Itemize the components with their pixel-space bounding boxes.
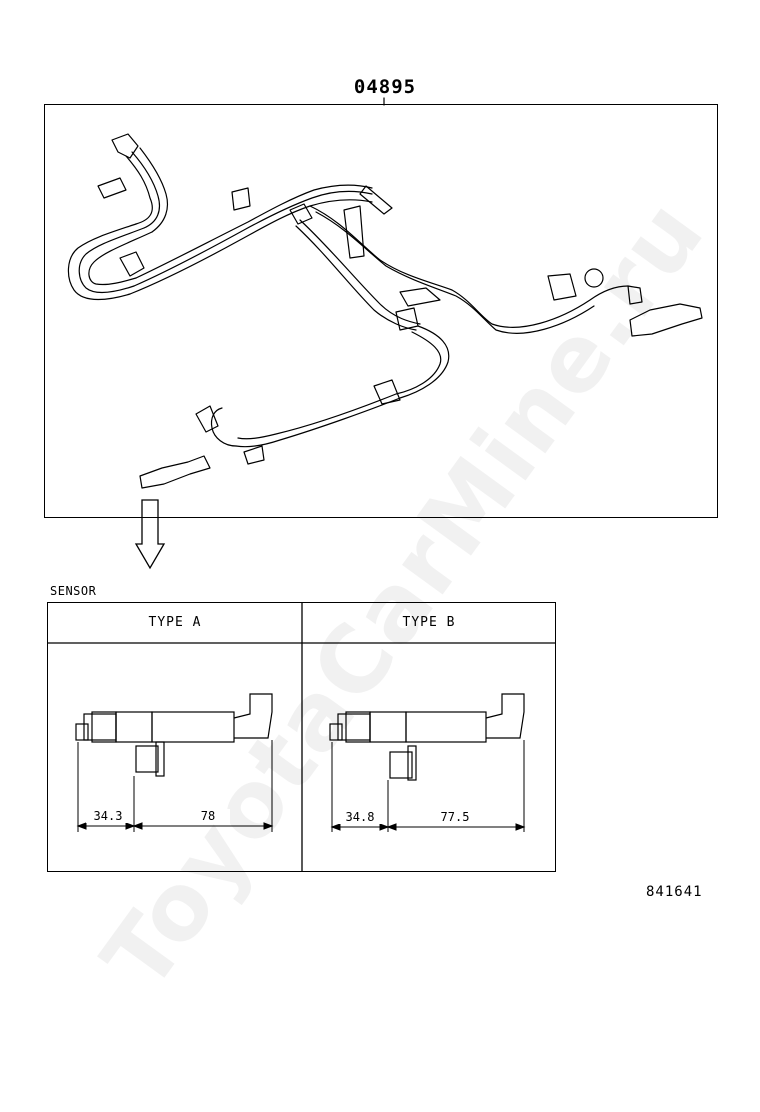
down-arrow <box>134 499 166 570</box>
clip-left <box>119 251 145 277</box>
right-connector <box>627 285 643 305</box>
diagram-id-label: 841641 <box>646 884 703 900</box>
junction <box>289 203 313 225</box>
type-b-header: TYPE B <box>402 615 456 630</box>
type-b-dimension-left: 34.8 <box>338 810 382 824</box>
lower-connector <box>195 405 219 433</box>
clip-lower-right <box>373 379 401 405</box>
type-a-dimension-right: 78 <box>186 809 230 823</box>
type-a-header: TYPE A <box>148 615 202 630</box>
sensor-type-table <box>47 602 556 872</box>
clip-lower-left <box>243 445 265 465</box>
bracket-right-a <box>399 287 441 307</box>
type-b-dimension-lines <box>330 740 526 832</box>
top-connector <box>111 133 139 159</box>
bracket-top <box>359 185 393 215</box>
bracket-right-b <box>547 273 577 301</box>
type-a-dimension-left: 34.3 <box>86 809 130 823</box>
type-b-dimension-right: 77.5 <box>433 810 477 824</box>
harness-wires <box>67 133 703 489</box>
right-sensor-body <box>629 303 703 337</box>
part-number-label: 04895 <box>353 76 417 98</box>
eyelet <box>584 268 604 288</box>
harness-diagram-frame <box>44 104 718 518</box>
type-a-dimension-lines <box>76 740 274 832</box>
type-a-sensor-drawing <box>75 693 273 777</box>
bracket-right-mid <box>343 205 365 259</box>
sensor-section-label: SENSOR <box>50 584 97 598</box>
type-b-sensor-drawing <box>329 693 525 781</box>
clip-center <box>231 187 251 211</box>
bracket-upper-left <box>97 177 127 199</box>
left-sensor-body <box>139 455 211 489</box>
